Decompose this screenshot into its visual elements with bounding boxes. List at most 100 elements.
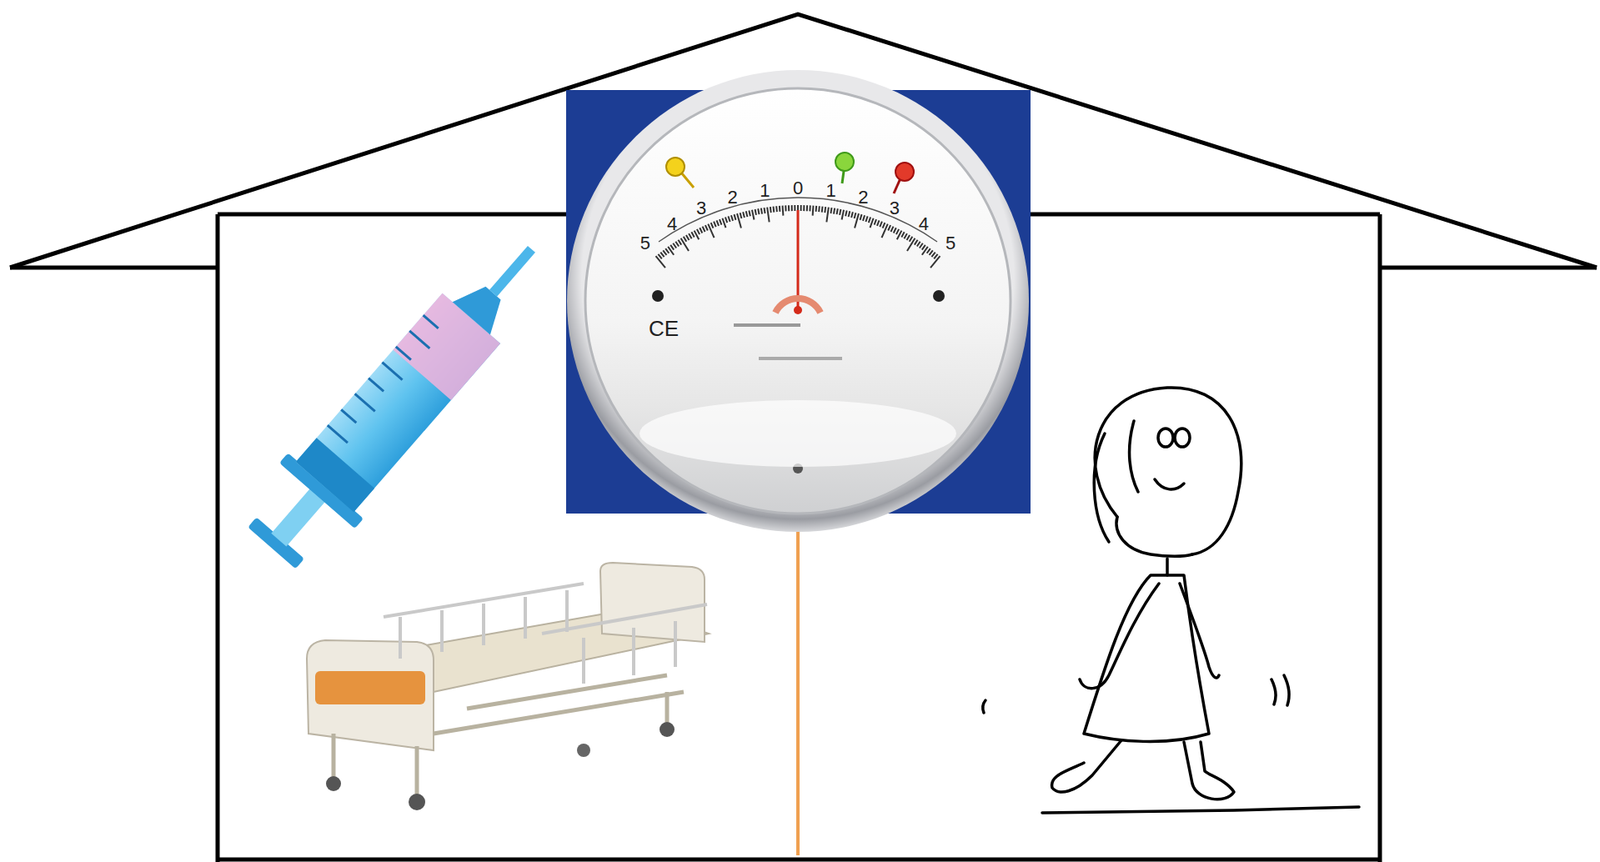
scale-tick (839, 209, 841, 216)
walking-girl (983, 387, 1360, 813)
scale-tick (870, 218, 874, 228)
scale-tick (748, 210, 751, 216)
scale-tick (740, 212, 743, 219)
scale-tick (933, 254, 938, 259)
scale-tick (772, 206, 775, 213)
scale-tick (868, 217, 871, 224)
scale-number: 4 (667, 215, 678, 234)
scale-tick (903, 233, 907, 239)
scale-tick (660, 252, 664, 258)
scale-number: 3 (889, 199, 900, 218)
scale-tick (665, 248, 669, 254)
scale-tick (914, 240, 918, 246)
scale-tick (731, 215, 733, 221)
scale-tick (815, 205, 818, 212)
ce-mark: CE (648, 317, 679, 340)
scale-tick (672, 243, 677, 249)
scale-tick (865, 215, 868, 222)
scale-tick (922, 246, 928, 256)
scale-tick (890, 226, 893, 232)
scale-tick (837, 208, 838, 215)
scale-tick (778, 205, 782, 212)
scale-tick (683, 236, 688, 242)
scale-tick (787, 205, 790, 211)
scale-tick (862, 215, 865, 221)
scale-tick (742, 211, 745, 218)
scale-tick (752, 210, 754, 221)
scale-tick (755, 209, 757, 216)
scale-tick (688, 233, 692, 239)
scale-tick (823, 206, 827, 213)
scale-tick (746, 210, 748, 217)
house-outline (10, 14, 1597, 862)
scale-tick (670, 245, 674, 251)
scale-number: 5 (945, 234, 956, 253)
scale-tick (764, 207, 766, 214)
scale-tick (737, 213, 742, 228)
scale-tick (657, 254, 662, 259)
scale-tick (675, 241, 679, 247)
scale-tick (879, 221, 883, 227)
scale-number: 5 (640, 234, 651, 253)
scale-tick (821, 206, 824, 213)
scale-tick (929, 250, 933, 256)
scale-number: 2 (727, 188, 738, 207)
scale-tick (854, 213, 859, 228)
scale-tick (897, 230, 903, 241)
scale-tick (769, 206, 773, 213)
scale-tick (782, 205, 785, 216)
scale-tick (802, 205, 805, 211)
scale-tick (800, 205, 803, 211)
scale-tick (702, 226, 706, 232)
scale-tick (887, 225, 891, 231)
scale-tick (922, 245, 926, 251)
scale-tick (761, 208, 763, 215)
scale-tick (707, 224, 714, 238)
scale-tick (686, 235, 690, 241)
scale-tick (901, 231, 904, 237)
scale-tick (882, 222, 886, 228)
scale-tick (854, 212, 857, 219)
scale-number: 2 (857, 188, 868, 207)
scale-tick (757, 208, 759, 215)
scale-tick (662, 250, 667, 256)
scale-tick (881, 224, 888, 238)
scale-tick (826, 207, 828, 223)
scale-tick (784, 205, 787, 211)
scale-number: 3 (696, 199, 707, 218)
scale-tick (711, 222, 714, 228)
scale-number: 4 (918, 215, 929, 234)
hospital-bed (306, 562, 709, 811)
pressure-gauge (566, 70, 1031, 532)
scale-tick (874, 219, 877, 226)
scale-tick (877, 220, 880, 226)
scale-tick (733, 214, 736, 221)
scale-tick (893, 227, 897, 233)
syringe (234, 216, 570, 582)
scale-tick (919, 243, 923, 249)
scale-tick (851, 211, 853, 218)
divider-wall (796, 513, 800, 856)
scale-tick (725, 217, 728, 224)
scale-number: 0 (792, 179, 803, 198)
scale-tick (767, 207, 769, 223)
scale-tick (719, 219, 722, 226)
scale-tick (930, 255, 940, 268)
scale-tick (806, 205, 808, 211)
scale-tick (860, 214, 863, 221)
scale-tick (697, 229, 700, 235)
scale-tick (699, 227, 703, 233)
scale-number: 1 (825, 181, 836, 201)
scale-tick (909, 236, 913, 242)
scale-tick (775, 205, 778, 212)
scale-tick (927, 248, 931, 254)
scale-tick (917, 241, 921, 247)
scale-tick (691, 231, 694, 237)
scale-tick (907, 238, 915, 251)
scale-tick (705, 225, 708, 231)
scale-tick (931, 252, 935, 258)
scale-tick (717, 220, 720, 226)
